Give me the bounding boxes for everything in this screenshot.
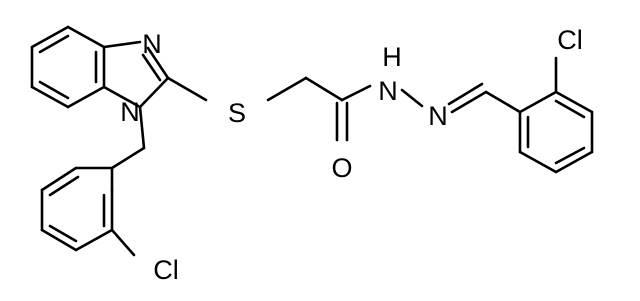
nitrogen-benzyl-label: N xyxy=(120,97,140,127)
oxygen-label: O xyxy=(331,153,352,183)
chlorine-bottom-label: Cl xyxy=(153,255,179,285)
atom-labels: N N S O N H N Cl Cl xyxy=(120,25,583,285)
sulfur-label: S xyxy=(228,98,246,128)
lower-chlorophenyl-ring xyxy=(40,166,136,257)
nitrogen-imine-label: N xyxy=(142,29,162,59)
nitrogen-hydrazone-label: N xyxy=(428,101,448,131)
nitrogen-nh-label: N xyxy=(378,76,398,106)
benzyl-group xyxy=(110,105,146,170)
chlorine-top-label: Cl xyxy=(557,25,583,55)
upper-chlorophenyl-ring xyxy=(518,56,594,174)
benzimidazole-benzene-ring xyxy=(30,25,106,109)
hydrogen-label: H xyxy=(382,42,402,72)
hydrazone-linkage xyxy=(400,82,522,114)
thioacetyl-chain xyxy=(166,76,372,142)
imidazole-ring xyxy=(102,40,170,109)
